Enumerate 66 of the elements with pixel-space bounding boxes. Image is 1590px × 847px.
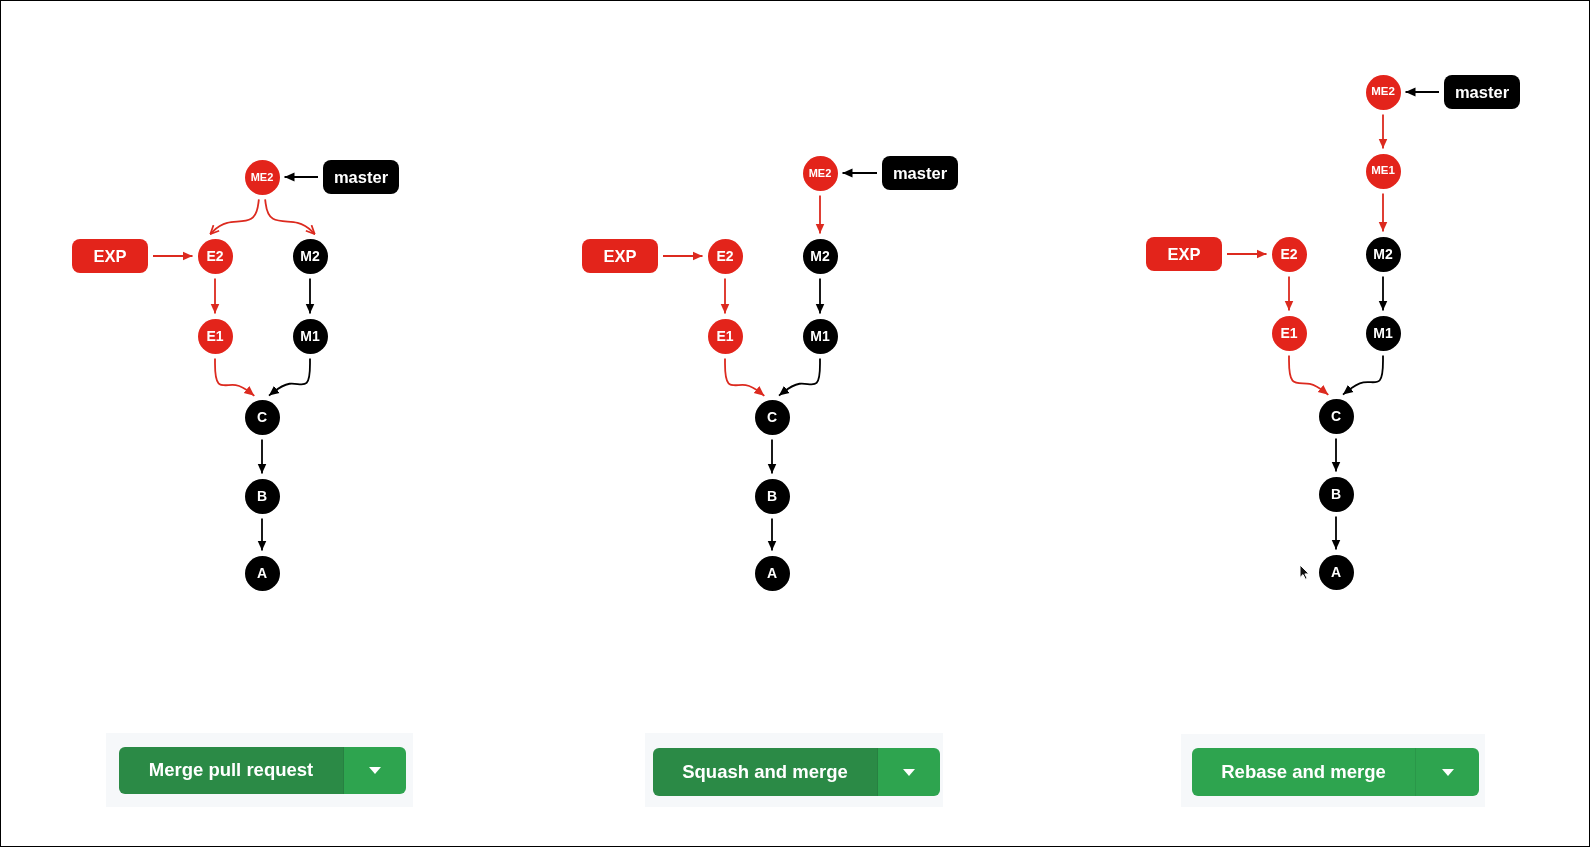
arrow <box>1378 275 1388 312</box>
commit-node: C <box>244 399 280 435</box>
curved-arrow <box>778 357 821 397</box>
branch-tag: EXP <box>582 239 658 273</box>
commit-node: A <box>754 555 790 591</box>
curved-arrow <box>1342 354 1384 396</box>
arrow <box>720 277 730 315</box>
arrow <box>257 438 267 475</box>
commit-node: M1 <box>1365 315 1401 351</box>
commit-node: M1 <box>802 318 838 354</box>
commit-node: A <box>1318 554 1354 590</box>
arrow <box>815 277 825 315</box>
arrow <box>305 277 315 315</box>
curved-arrow <box>214 357 256 397</box>
arrow <box>1226 249 1268 259</box>
arrow <box>841 168 878 178</box>
arrow <box>283 172 319 182</box>
commit-node: ME2 <box>802 155 838 191</box>
commit-node: A <box>244 555 280 591</box>
commit-node: ME1 <box>1365 153 1401 189</box>
arrow <box>152 251 194 261</box>
curved-arrow <box>264 198 316 235</box>
branch-tag: EXP <box>1146 237 1222 271</box>
arrow <box>767 517 777 552</box>
commit-node: E2 <box>1271 236 1307 272</box>
curved-arrow <box>209 198 260 235</box>
commit-node: M1 <box>292 318 328 354</box>
branch-tag: master <box>1444 75 1520 109</box>
commit-node: M2 <box>1365 236 1401 272</box>
arrow <box>1378 113 1388 150</box>
squash-merge-button: Squash and merge <box>653 748 878 796</box>
rebase-merge-button: Rebase and merge <box>1192 748 1416 796</box>
commit-node: E1 <box>197 318 233 354</box>
arrow <box>1284 275 1294 312</box>
commit-node: B <box>754 478 790 514</box>
arrow <box>1378 192 1388 233</box>
commit-node: E1 <box>1271 315 1307 351</box>
commit-node: E1 <box>707 318 743 354</box>
merge-button: Merge pull request <box>119 747 344 794</box>
arrow <box>662 251 704 261</box>
commit-node: B <box>1318 476 1354 512</box>
commit-node: M2 <box>292 238 328 274</box>
arrow <box>767 438 777 475</box>
branch-tag: master <box>323 160 399 194</box>
commit-node: M2 <box>802 238 838 274</box>
button-panel-background <box>1181 734 1485 807</box>
arrow <box>1331 515 1341 551</box>
arrow <box>1404 87 1440 97</box>
curved-arrow <box>1288 354 1330 396</box>
arrow <box>1331 437 1341 473</box>
branch-tag: master <box>882 156 958 190</box>
arrow <box>257 517 267 552</box>
commit-node: ME2 <box>1365 74 1401 110</box>
button-panel-background <box>106 733 413 807</box>
button-panel-background <box>645 733 943 807</box>
commit-node: E2 <box>707 238 743 274</box>
arrow <box>210 277 220 315</box>
curved-arrow <box>724 357 766 397</box>
commit-node: E2 <box>197 238 233 274</box>
commit-node: C <box>754 399 790 435</box>
commit-node: ME2 <box>244 159 280 195</box>
commit-node: B <box>244 478 280 514</box>
curved-arrow <box>268 357 311 397</box>
branch-tag: EXP <box>72 239 148 273</box>
commit-node: C <box>1318 398 1354 434</box>
arrow <box>815 194 825 235</box>
